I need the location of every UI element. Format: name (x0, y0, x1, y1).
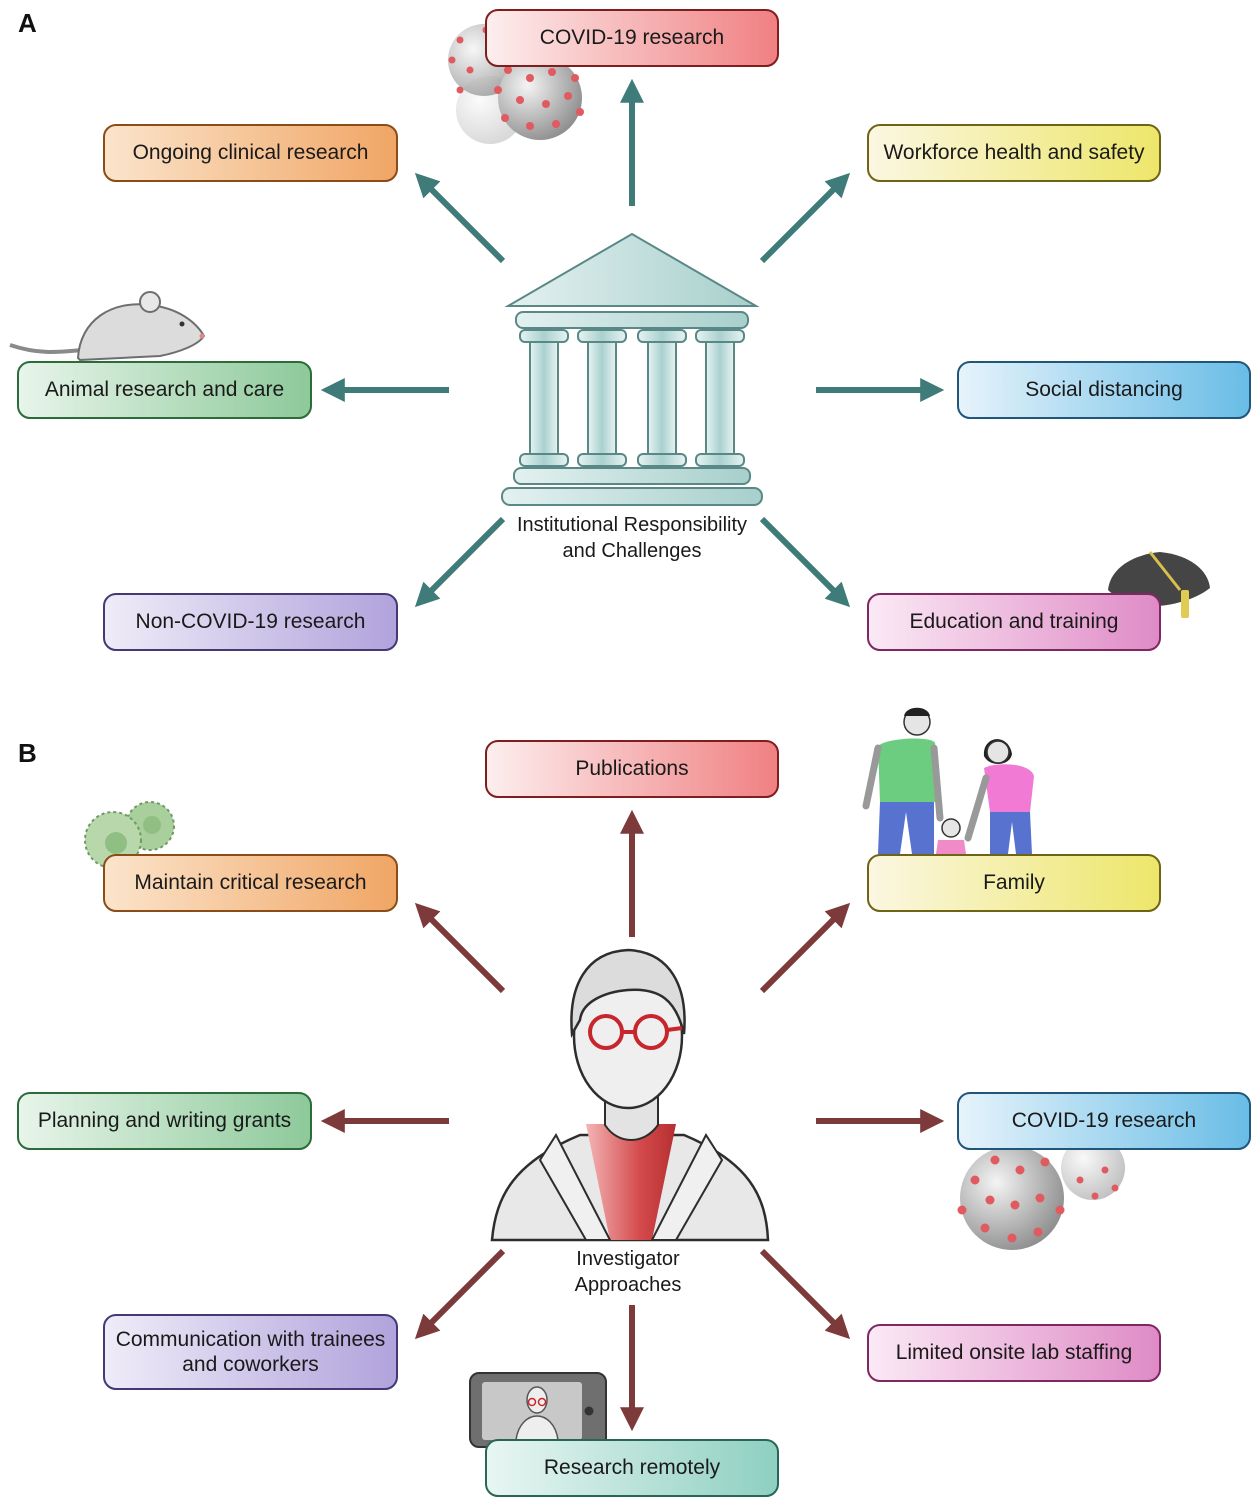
institution-icon (501, 232, 763, 506)
panel-b-label: B (18, 738, 37, 768)
box-b-limited-staffing: Limited onsite lab staffing (867, 1324, 1161, 1382)
arrow-b-up-right (759, 902, 851, 994)
panel-b-center-label: Investigator Approaches (528, 1246, 728, 1298)
box-b-research-remotely: Research remotely (485, 1439, 779, 1497)
virus-icon (957, 1136, 1125, 1250)
box-a-animal-research: Animal research and care (17, 361, 312, 419)
tablet-icon (469, 1372, 607, 1448)
box-a-education-training: Education and training (867, 593, 1161, 651)
panel-a-arrows (320, 78, 945, 608)
investigator-icon (490, 948, 770, 1242)
box-a-covid-research: COVID-19 research (485, 9, 779, 67)
arrow-a-up-left (414, 172, 506, 264)
arrow-a-up-right (759, 172, 851, 264)
arrow-b-down-right (759, 1248, 851, 1340)
box-a-social-distancing: Social distancing (957, 361, 1251, 419)
panel-b-arrows (320, 809, 945, 1432)
arrow-b-down-left (414, 1248, 506, 1340)
box-b-family: Family (867, 854, 1161, 912)
panel-a-center-line2: and Challenges (562, 540, 702, 562)
panel-a-center-label: Institutional Responsibility and Challen… (492, 512, 772, 564)
box-b-planning-grants: Planning and writing grants (17, 1092, 312, 1150)
box-b-maintain-critical-research: Maintain critical research (103, 854, 398, 912)
mouse-icon (9, 291, 206, 362)
box-a-workforce-health: Workforce health and safety (867, 124, 1161, 182)
arrow-a-down-right (759, 516, 851, 608)
box-a-non-covid-research: Non-COVID-19 research (103, 593, 398, 651)
arrow-a-down-left (414, 516, 506, 608)
panel-a-center-line1: Institutional Responsibility (516, 514, 748, 536)
panel-a-label: A (18, 8, 37, 38)
panel-b-center-line2: Approaches (574, 1274, 682, 1296)
panel-b-center-line1: Investigator (576, 1248, 680, 1270)
box-b-covid-research: COVID-19 research (957, 1092, 1251, 1150)
box-b-publications: Publications (485, 740, 779, 798)
arrow-b-up-left (414, 902, 506, 994)
family-icon (862, 707, 1034, 854)
box-a-ongoing-clinical-research: Ongoing clinical research (103, 124, 398, 182)
graduation-cap-icon (1108, 551, 1210, 618)
box-b-communication: Communication with trainees and coworker… (103, 1314, 398, 1390)
